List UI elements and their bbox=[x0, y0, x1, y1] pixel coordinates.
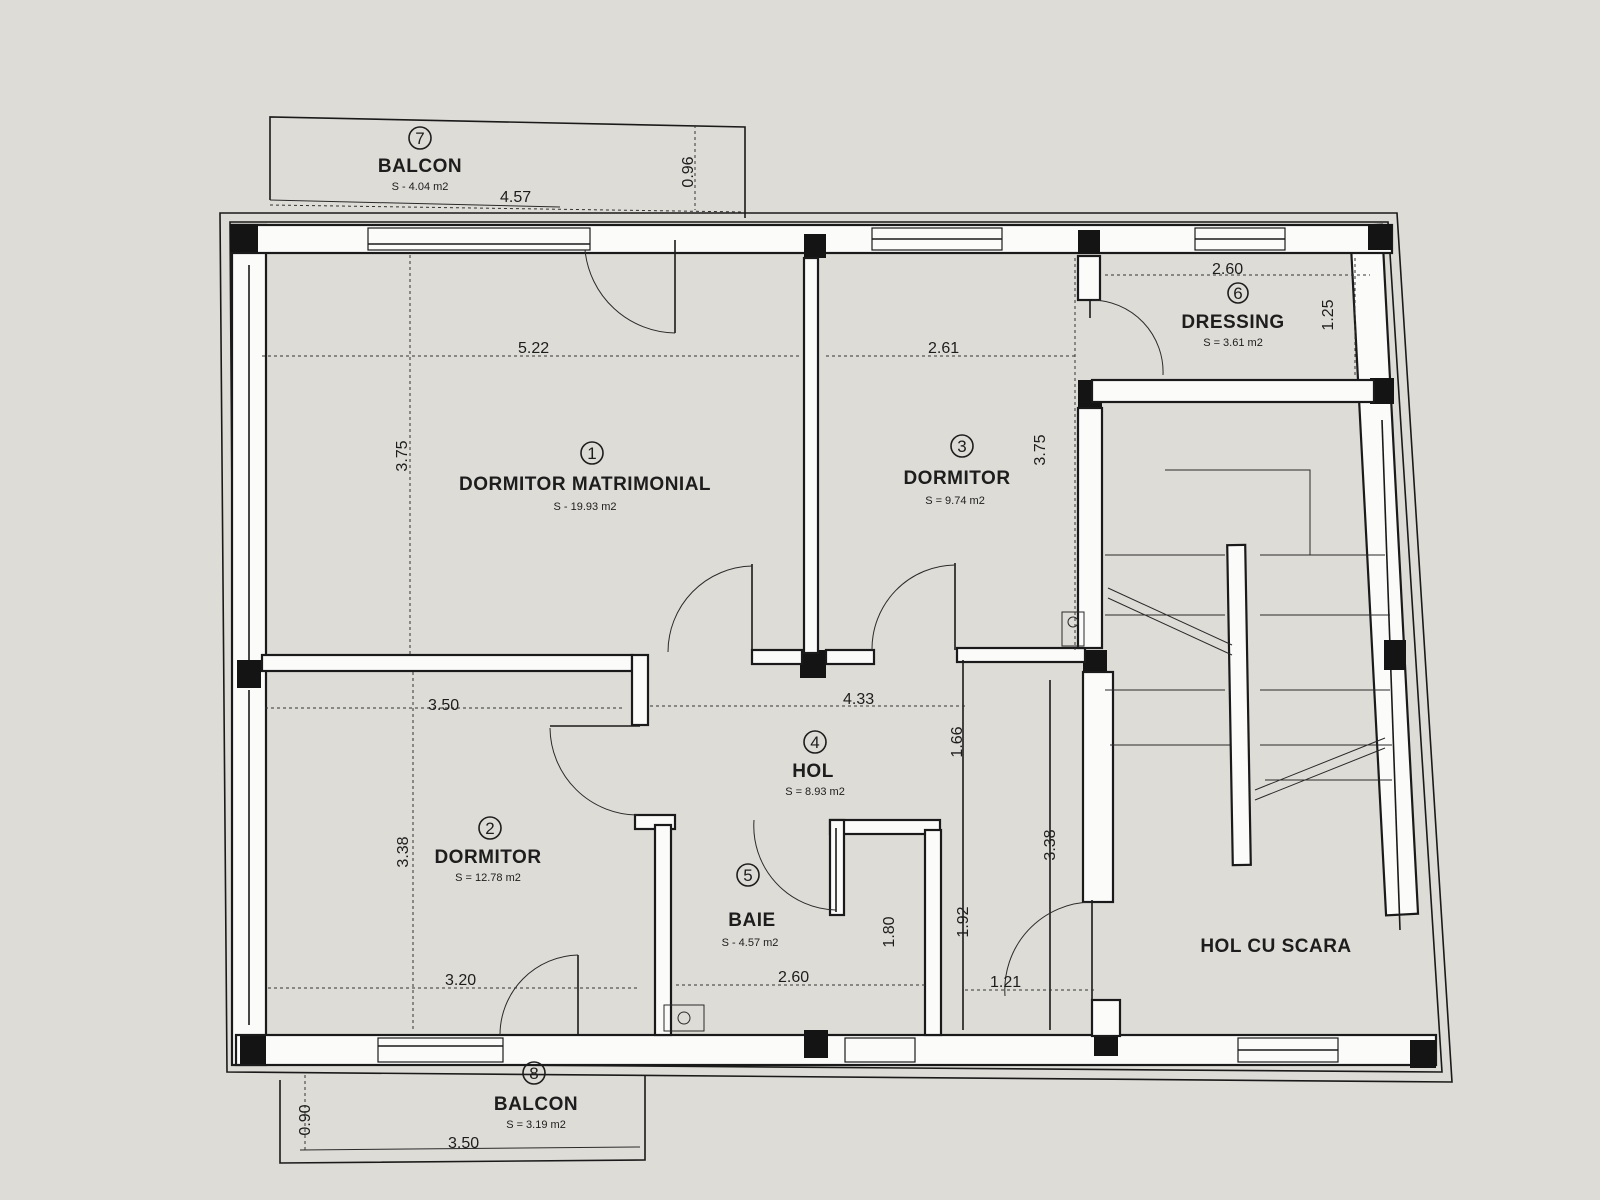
room-label-bathroom: 5 BAIE S - 4.57 m2 bbox=[722, 863, 779, 949]
dim-bed2-height: 3.38 bbox=[395, 836, 412, 867]
room-label-master-bedroom: 1 DORMITOR MATRIMONIAL S - 19.93 m2 bbox=[459, 441, 711, 513]
room-number: 3 bbox=[957, 437, 966, 456]
dim-bath-width: 2.60 bbox=[778, 969, 809, 986]
room-label-balcony-top: 7 BALCON S - 4.04 m2 bbox=[378, 126, 462, 193]
room-area: S - 4.57 m2 bbox=[722, 937, 779, 949]
dim-hall-width: 4.33 bbox=[843, 691, 874, 708]
room-number: 5 bbox=[743, 866, 752, 885]
room-area: S = 3.61 m2 bbox=[1203, 337, 1263, 349]
room-number: 2 bbox=[485, 819, 494, 838]
interior-walls bbox=[260, 254, 1376, 1038]
room-number-circle bbox=[580, 441, 604, 465]
room-name: DORMITOR MATRIMONIAL bbox=[459, 474, 711, 495]
windows-bottom bbox=[377, 1037, 1339, 1063]
dim-bed3-height: 3.75 bbox=[1032, 434, 1049, 465]
room-area: S = 8.93 m2 bbox=[785, 786, 845, 798]
fixtures bbox=[663, 611, 1085, 1032]
dim-corridor-height: 1.92 bbox=[955, 906, 972, 937]
room-number-circle bbox=[1227, 282, 1249, 304]
room-area: S = 12.78 m2 bbox=[455, 872, 521, 884]
room-number-circle bbox=[522, 1061, 546, 1085]
room-number-circle bbox=[478, 816, 502, 840]
room-number-circle bbox=[950, 434, 974, 458]
room-label-bedroom-3: 3 DORMITOR S = 9.74 m2 bbox=[903, 434, 1010, 507]
room-name: HOL bbox=[792, 761, 834, 782]
room-area: S = 9.74 m2 bbox=[925, 495, 985, 507]
room-number: 6 bbox=[1233, 284, 1242, 303]
room-name: DORMITOR bbox=[903, 468, 1010, 489]
dim-balcony-top-depth: 0.96 bbox=[680, 156, 697, 187]
room-name: BALCON bbox=[378, 156, 462, 177]
room-label-dressing: 6 DRESSING S = 3.61 m2 bbox=[1181, 282, 1284, 349]
dim-stair-height: 3.38 bbox=[1042, 829, 1059, 860]
dim-master-width: 5.22 bbox=[518, 340, 549, 357]
balcony-top bbox=[269, 116, 746, 218]
dim-master-height: 3.75 bbox=[394, 440, 411, 471]
dim-bed2-width-top: 3.50 bbox=[428, 697, 459, 714]
room-number: 8 bbox=[529, 1064, 538, 1083]
room-label-stair-hall: HOL CU SCARA bbox=[1200, 936, 1351, 957]
dim-bed3-width: 2.61 bbox=[928, 340, 959, 357]
windows-side bbox=[248, 265, 1401, 1025]
room-name: DORMITOR bbox=[434, 847, 541, 868]
room-number: 4 bbox=[810, 733, 819, 752]
room-number: 1 bbox=[587, 444, 596, 463]
balcony-bottom bbox=[279, 1075, 646, 1164]
room-name: DRESSING bbox=[1181, 312, 1284, 333]
room-number-circle bbox=[408, 126, 432, 150]
dim-bath-height: 1.80 bbox=[881, 916, 898, 947]
room-name: HOL CU SCARA bbox=[1200, 936, 1351, 957]
room-name: BAIE bbox=[728, 910, 775, 931]
staircase bbox=[1105, 469, 1392, 867]
dim-corridor-width: 1.21 bbox=[990, 974, 1021, 991]
dim-bed2-width-bottom: 3.20 bbox=[445, 972, 476, 989]
doors bbox=[499, 240, 1164, 1036]
room-number-circle bbox=[803, 730, 827, 754]
dim-balcony-bottom-depth: 0.90 bbox=[297, 1104, 314, 1135]
dim-dressing-height: 1.25 bbox=[1320, 299, 1337, 330]
dimension-lines bbox=[262, 125, 1370, 1150]
room-label-bedroom-2: 2 DORMITOR S = 12.78 m2 bbox=[434, 816, 541, 884]
room-area: S = 3.19 m2 bbox=[506, 1119, 566, 1131]
dim-balcony-top-width: 4.57 bbox=[500, 189, 531, 206]
dim-dressing-width: 2.60 bbox=[1212, 261, 1243, 278]
dimension-labels: 4.57 0.96 5.22 3.75 2.61 3.75 2.60 1.25 … bbox=[297, 156, 1337, 1152]
windows-top bbox=[367, 227, 1286, 251]
dim-balcony-bottom-width: 3.50 bbox=[448, 1135, 479, 1152]
room-label-balcony-bottom: 8 BALCON S = 3.19 m2 bbox=[494, 1061, 578, 1131]
room-area: S - 19.93 m2 bbox=[554, 501, 617, 513]
room-number-circle bbox=[736, 863, 760, 887]
room-label-hall: 4 HOL S = 8.93 m2 bbox=[785, 730, 845, 798]
room-name: BALCON bbox=[494, 1094, 578, 1115]
room-area: S - 4.04 m2 bbox=[392, 181, 449, 193]
dim-hall-height: 1.66 bbox=[949, 726, 966, 757]
room-number: 7 bbox=[415, 129, 424, 148]
